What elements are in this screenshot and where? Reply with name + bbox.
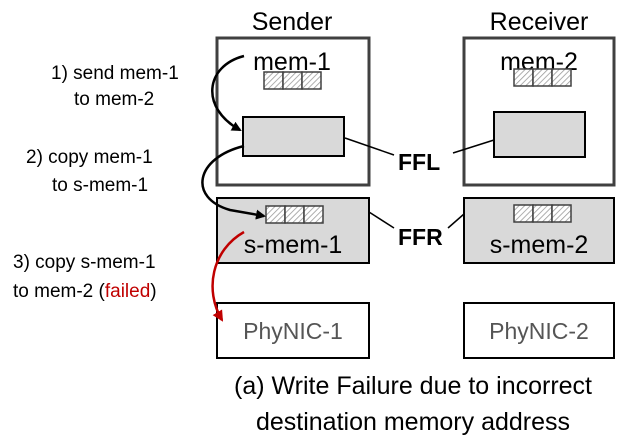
ffr-connector-left: [368, 211, 395, 229]
step-1-line-2: to mem-2: [74, 89, 154, 110]
phynic-1-box: [216, 302, 370, 359]
step-2-line-2: to s-mem-1: [52, 175, 148, 196]
mem-1-cells: [263, 71, 322, 90]
step-3-prefix: to mem-2 (: [13, 281, 106, 302]
sender-memory-box: [215, 36, 371, 187]
ffr-connector-right: [447, 213, 465, 229]
s-mem-1-cells: [265, 205, 324, 224]
phynic-2-label: PhyNIC-2: [489, 318, 589, 344]
sender-ffl-box: [242, 116, 345, 157]
step-2-arrow: [201, 144, 266, 220]
ffl-connector-left: [344, 137, 395, 156]
step-1-line-1: 1) send mem-1: [51, 63, 179, 84]
s-mem-2-label: s-mem-2: [490, 231, 589, 259]
mem-2-cells: [513, 68, 572, 87]
ffl-connector-right: [452, 139, 495, 154]
step-3-arrow-failed: [211, 230, 245, 322]
step-3-line-2: to mem-2 (failed): [13, 281, 157, 302]
s-mem-2-cells: [513, 204, 572, 223]
ffl-label: FFL: [398, 149, 440, 175]
receiver-ffl-box: [493, 111, 586, 158]
ffr-label: FFR: [398, 224, 443, 250]
phynic-2-box: [463, 302, 615, 359]
sender-title: Sender: [252, 8, 333, 36]
receiver-title: Receiver: [490, 8, 589, 36]
step-3-suffix: ): [150, 281, 156, 302]
s-mem-1-label: s-mem-1: [244, 231, 343, 259]
step-2-line-1: 2) copy mem-1: [26, 147, 153, 168]
step-3-failed: failed: [105, 281, 150, 302]
step-1-arrow: [211, 54, 245, 132]
caption-line-1: (a) Write Failure due to incorrect: [234, 372, 592, 400]
phynic-1-label: PhyNIC-1: [243, 318, 343, 344]
step-3-line-1: 3) copy s-mem-1: [13, 252, 156, 273]
caption-line-2: destination memory address: [256, 408, 570, 436]
